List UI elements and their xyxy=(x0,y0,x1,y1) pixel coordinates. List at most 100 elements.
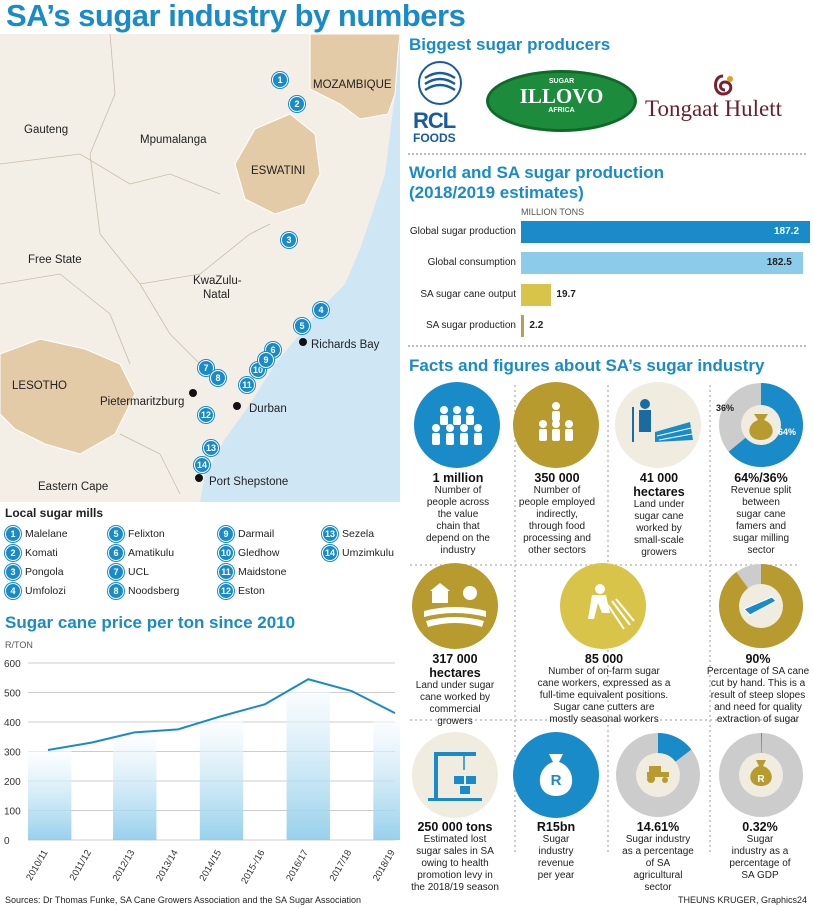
pie-label-64: 64% xyxy=(778,427,797,437)
mill-name: Umzimkulu xyxy=(342,546,394,559)
fact-desc-line: through food xyxy=(528,521,586,532)
map-label-kwazulu: KwaZulu- xyxy=(193,275,242,287)
fact-desc-line: Percentage of SA cane xyxy=(706,666,810,677)
bar-value-label: 19.7 xyxy=(556,289,576,300)
fact-desc-line: growers xyxy=(641,547,677,558)
fact-desc-line: Sugar cane cutters are xyxy=(553,702,655,713)
map-label-gauteng: Gauteng xyxy=(24,124,69,136)
fact-desc-line: SA GDP xyxy=(741,870,779,881)
fact-desc-line: result of steep slopes xyxy=(710,690,806,701)
bar-label: Global consumption xyxy=(427,257,516,268)
mill-name: Umfolozi xyxy=(25,584,66,597)
fact-desc-line: owing to health xyxy=(421,858,489,869)
fact-desc-line: Estimated lost xyxy=(423,834,487,845)
mill-name: Felixton xyxy=(128,527,165,540)
fact-desc-line: indirectly, xyxy=(536,509,578,520)
production-unit: MILLION TONS xyxy=(521,207,585,217)
y-tick-label: 100 xyxy=(4,807,21,818)
fact-desc-line: sugar sales in SA xyxy=(416,846,494,857)
mill-number-badge: 1 xyxy=(5,526,21,542)
fact-desc-line: growers xyxy=(437,716,473,727)
mill-number-badge: 11 xyxy=(218,564,234,580)
city-richards-bay: Richards Bay xyxy=(311,339,380,351)
city-dot-port-shepstone xyxy=(195,474,203,482)
fact-desc-line: the 2018/19 season xyxy=(411,882,499,893)
machete-icon xyxy=(743,596,777,616)
fact-desc-line: Number of xyxy=(533,485,581,496)
city-port-shepstone: Port Shepstone xyxy=(209,476,289,488)
map-marker-2: 2 xyxy=(289,96,305,112)
fact-desc-line: Sugar xyxy=(746,834,774,845)
ocean xyxy=(200,34,400,502)
rcl-logo-text: RCL xyxy=(413,108,456,133)
mill-number-badge: 12 xyxy=(218,583,234,599)
fact-desc-line: commercial xyxy=(429,704,481,715)
mill-number-badge: 4 xyxy=(5,583,21,599)
crane-icon-circle xyxy=(412,732,498,818)
map: Gauteng Mpumalanga MOZAMBIQUE ESWATINI F… xyxy=(0,34,400,502)
fact-desc-line: other sectors xyxy=(528,545,586,556)
map-marker-8: 8 xyxy=(210,370,226,386)
fact-desc-line: Number of on-farm sugar xyxy=(548,666,660,677)
x-tick-label: 2014/15 xyxy=(197,848,224,883)
fact-desc-line: Sugar xyxy=(542,834,570,845)
x-tick-label: 2015-/16 xyxy=(239,848,267,886)
x-tick-label: 2010/11 xyxy=(24,848,50,883)
fact-desc-line: processing and xyxy=(523,533,591,544)
city-pietermaritzburg: Pietermaritzburg xyxy=(100,396,185,408)
city-dot-richards-bay xyxy=(299,338,307,346)
map-marker-5: 5 xyxy=(294,318,310,334)
facts-heading: Facts and figures about SA’s sugar indus… xyxy=(409,356,765,375)
fact-desc-line: percentage of xyxy=(729,858,791,869)
map-label-free-state: Free State xyxy=(28,254,82,266)
fact-desc-line: Revenue split xyxy=(730,485,792,496)
bar-value-label: 2.2 xyxy=(529,320,544,331)
money-bag-letter: R xyxy=(550,772,562,789)
employees-icon-circle xyxy=(513,382,599,468)
mill-number-badge: 7 xyxy=(108,564,124,580)
map-label-eswatini: ESWATINI xyxy=(251,165,306,177)
y-tick-label: 0 xyxy=(4,836,10,847)
mill-number-badge: 5 xyxy=(108,526,124,542)
bar xyxy=(521,221,810,243)
fact-desc-line: worked by xyxy=(636,523,682,534)
tongaat-emblem-icon xyxy=(708,74,738,96)
map-marker-14: 14 xyxy=(194,457,210,473)
illovo-logo: SUGAR ILLOVO AFRICA xyxy=(486,70,637,132)
fact-desc-line: promotion levy in xyxy=(417,870,493,881)
page-title: SA’s sugar industry by numbers xyxy=(6,0,466,33)
money-bag-icon xyxy=(539,754,573,796)
production-heading: World and SA sugar production xyxy=(409,163,664,182)
mill-item: 4 Umfolozi xyxy=(5,583,66,599)
area-band xyxy=(373,713,400,840)
mill-number-badge: 10 xyxy=(218,545,234,561)
mill-number-badge: 6 xyxy=(108,545,124,561)
cane-cutter-icon xyxy=(588,584,635,630)
fact-desc-line: sector xyxy=(644,882,672,893)
fact-desc-line: Number of xyxy=(434,485,482,496)
mill-name: Sezela xyxy=(342,527,375,540)
workers-icon xyxy=(539,402,573,441)
fact-desc-line: industry xyxy=(538,846,574,857)
illovo-logo-text: ILLOVO xyxy=(519,84,604,108)
x-tick-label: 2012/13 xyxy=(111,848,138,883)
money-bag-small-icon xyxy=(750,760,772,786)
fact-desc-line: cane worked by xyxy=(419,692,491,703)
bar-label: SA sugar production xyxy=(425,320,516,331)
y-tick-label: 500 xyxy=(4,689,21,700)
